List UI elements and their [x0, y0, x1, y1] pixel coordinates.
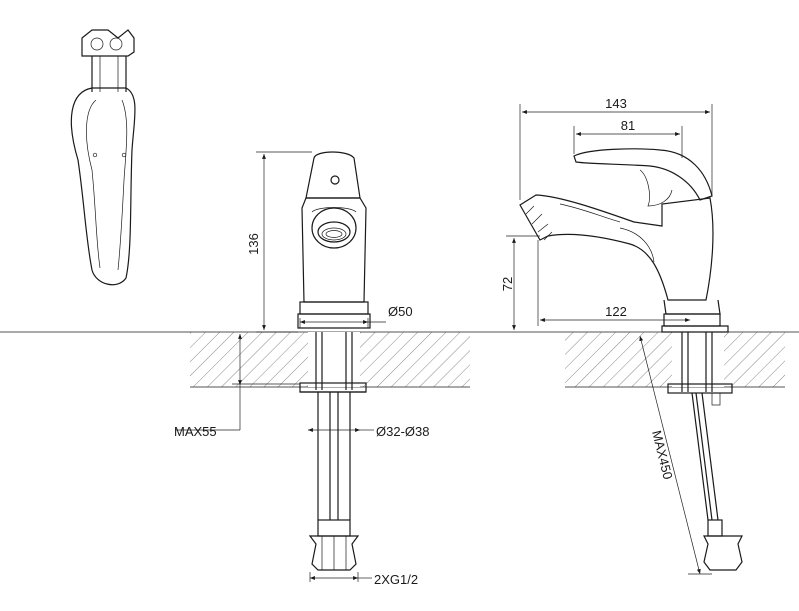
dim-max-55: MAX55 [174, 334, 300, 439]
dim-diameter-50: Ø50 [299, 304, 413, 328]
label-122: 122 [605, 304, 627, 319]
label-connection: 2XG1/2 [374, 572, 418, 587]
label-72: 72 [500, 277, 515, 291]
front-view-faucet [297, 151, 371, 571]
label-hose-max: MAX450 [649, 429, 676, 481]
label-81: 81 [621, 118, 635, 133]
dim-reach-122: 122 [537, 240, 690, 326]
dim-height-72: 72 [500, 235, 540, 330]
dim-width-143: 143 [519, 96, 713, 200]
dim-width-81: 81 [573, 118, 683, 158]
dim-connection: 2XG1/2 [309, 572, 418, 587]
label-hole-diameter: Ø32-Ø38 [376, 424, 429, 439]
dim-hole-diameter: Ø32-Ø38 [308, 424, 429, 439]
label-143: 143 [605, 96, 627, 111]
dim-height-136: 136 [246, 151, 312, 333]
label-136: 136 [246, 233, 261, 255]
label-dia-50: Ø50 [388, 304, 413, 319]
countertop [0, 331, 799, 388]
top-view-faucet [70, 29, 136, 286]
label-max-55: MAX55 [174, 424, 217, 439]
